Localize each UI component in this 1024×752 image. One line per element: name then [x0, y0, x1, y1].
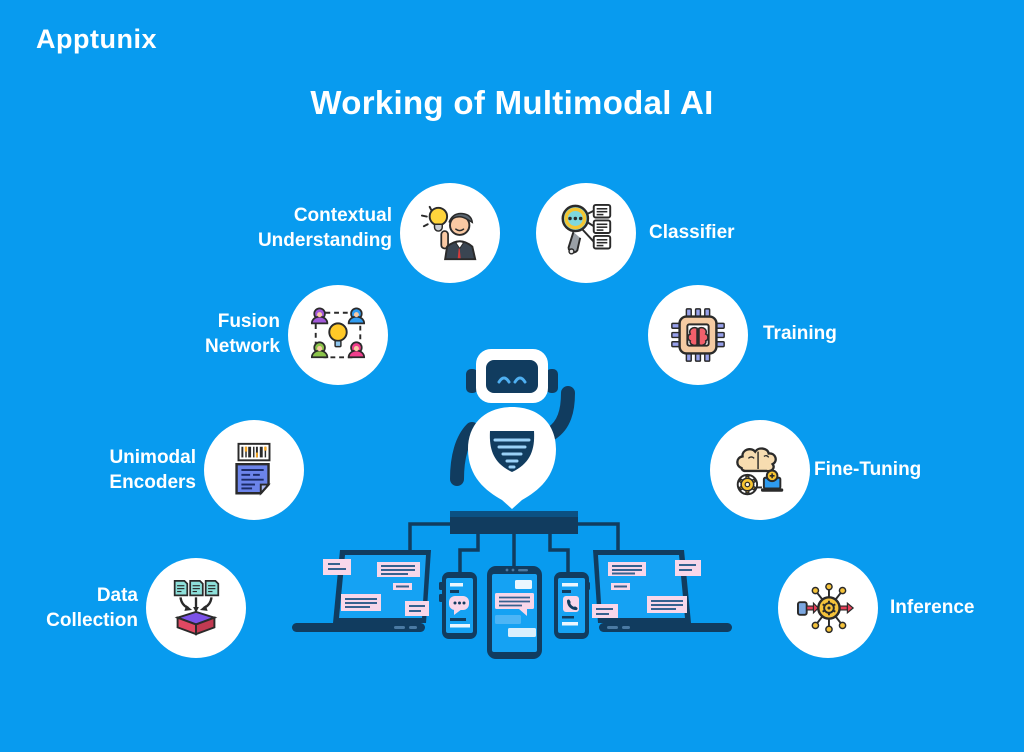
unimodal-encoders-circle [204, 420, 304, 520]
brain-chip-icon [671, 308, 725, 362]
contextual-understanding-label: Contextual Understanding [257, 205, 392, 251]
contextual-understanding-circle [400, 183, 500, 283]
unimodal-encoders-label: Unimodal Encoders [109, 447, 196, 493]
apptunix-logo: Apptunix [36, 24, 157, 55]
classifier-label: Classifier [649, 222, 735, 243]
inference-label: Inference [890, 597, 975, 618]
brain-gear-laptop-icon [736, 447, 784, 496]
apptunix-logo-text: Apptunix [36, 24, 157, 54]
data-collection-label: Data Collection [46, 585, 138, 631]
people-bulb-network-icon [310, 307, 366, 359]
gear-network-arrows-icon [797, 582, 855, 634]
magnifier-classify-icon [561, 203, 612, 255]
classifier-circle [536, 183, 636, 283]
training-label: Training [763, 323, 837, 344]
barcode-document-icon [235, 442, 271, 496]
connected-devices-hub-icon [292, 511, 732, 659]
inference-circle [778, 558, 878, 658]
fusion-network-label: Fusion Network [205, 311, 280, 357]
page-title: Working of Multimodal AI [310, 84, 714, 121]
person-idea-icon [420, 205, 477, 261]
data-collection-circle [146, 558, 246, 658]
fine-tuning-circle [710, 420, 810, 520]
training-circle [648, 285, 748, 385]
robot-assistant-icon [450, 349, 575, 509]
documents-into-box-icon [173, 580, 220, 636]
fine-tuning-label: Fine-Tuning [814, 459, 922, 480]
fusion-network-circle [288, 285, 388, 385]
